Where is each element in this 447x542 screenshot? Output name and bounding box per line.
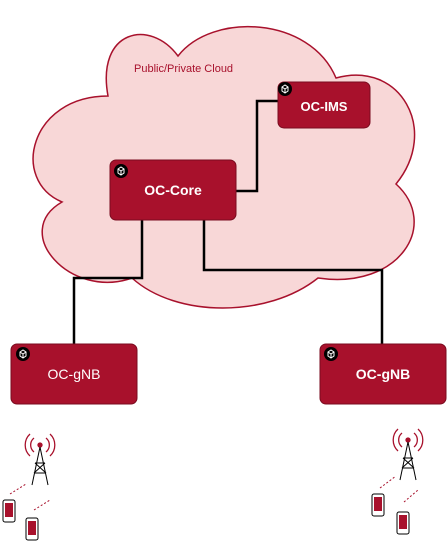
node-oc-gnb-right: OC-gNB [319,343,447,405]
cell-tower-icon [392,428,424,481]
cube-icon [16,347,30,361]
cell-tower-icon [24,433,56,486]
link-core-gnb-right [202,220,384,344]
mobile-phone-icon [371,493,385,517]
node-oc-gnb-left: OC-gNB [10,343,138,405]
node-label-ims: OC-IMS [301,99,348,114]
node-oc-core: OC-Core [109,159,237,221]
mobile-phone-icon [2,499,16,523]
cloud-label: Public/Private Cloud [134,63,233,75]
link-core-gnb-left [72,220,144,344]
signal-arrows-icon [379,475,419,503]
mobile-phone-icon [396,511,410,535]
node-label-core: OC-Core [144,182,202,198]
signal-arrows-icon [9,483,51,511]
link-core-ims [236,99,278,193]
cube-icon [324,347,338,361]
node-label-gnb-left: OC-gNB [48,366,101,382]
cube-icon [114,164,128,178]
cube-icon [278,82,292,96]
node-oc-ims: OC-IMS [277,81,371,129]
links [72,99,384,344]
mobile-phone-icon [25,517,39,541]
node-label-gnb-right: OC-gNB [356,366,410,382]
